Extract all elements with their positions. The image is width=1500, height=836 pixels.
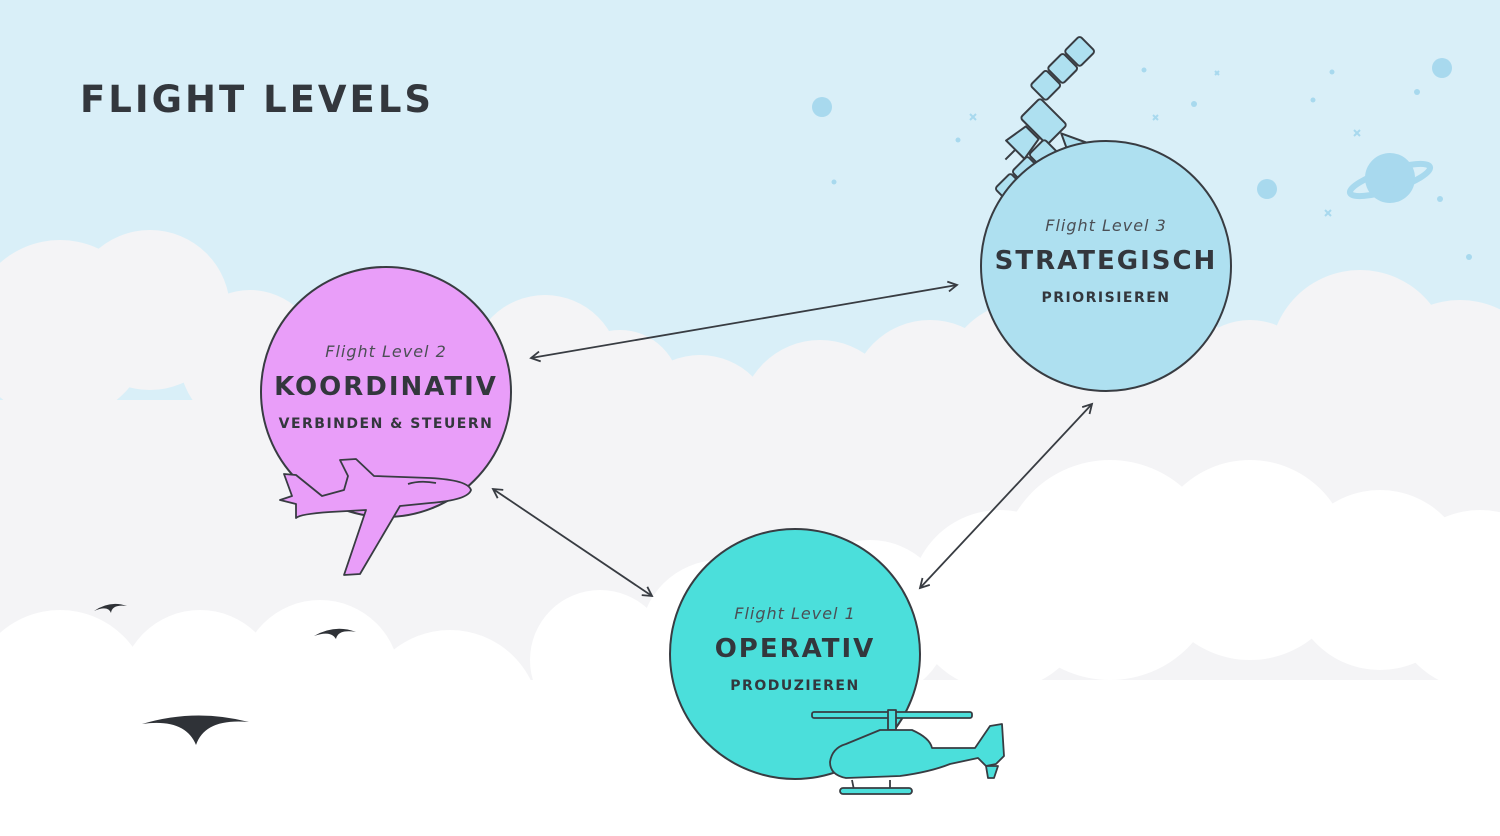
level-2-subtitle: VERBINDEN & STEUERN: [278, 416, 494, 432]
birds: [94, 603, 356, 745]
level-2-name: KOORDINATIV: [274, 372, 498, 402]
level-2-node: Flight Level 2 KOORDINATIV VERBINDEN & S…: [260, 266, 512, 518]
level-3-subtitle: PRIORISIEREN: [1041, 290, 1171, 306]
space-decoration: [812, 58, 1472, 260]
bird-icon: [142, 715, 249, 745]
level-3-label: Flight Level 3: [1045, 216, 1167, 235]
level-2-label: Flight Level 2: [325, 342, 447, 361]
level-3-node: Flight Level 3 STRATEGISCH PRIORISIEREN: [980, 140, 1232, 392]
planet-icon: [1346, 153, 1434, 203]
level-1-name: OPERATIV: [714, 634, 876, 664]
level-1-label: Flight Level 1: [734, 604, 856, 623]
bird-icon: [94, 603, 127, 613]
page-title: FLIGHT LEVELS: [80, 78, 435, 121]
level-3-name: STRATEGISCH: [994, 246, 1218, 276]
level-1-subtitle: PRODUZIEREN: [730, 678, 860, 694]
bird-icon: [314, 628, 356, 639]
level-1-node: Flight Level 1 OPERATIV PRODUZIEREN: [669, 528, 921, 780]
